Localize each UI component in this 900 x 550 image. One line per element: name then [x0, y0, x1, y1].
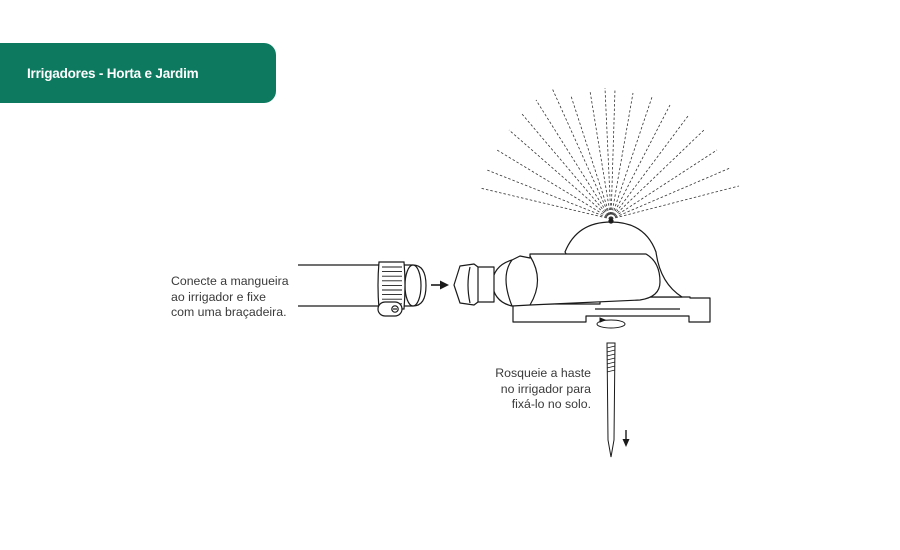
instruction-line: Conecte a mangueira	[171, 274, 289, 288]
instruction-connect-hose: Conecte a mangueira ao irrigador e fixe …	[171, 274, 289, 321]
instruction-line: fixá-lo no solo.	[511, 397, 591, 411]
arrow-down-icon	[622, 430, 630, 447]
instruction-line: Rosqueie a haste	[495, 366, 591, 380]
instruction-line: ao irrigador e fixe	[171, 289, 267, 304]
instruction-line: no irrigador para	[500, 381, 591, 396]
arrow-right-icon	[431, 280, 449, 290]
page-title: Irrigadores - Horta e Jardim	[27, 65, 199, 81]
ground-stake-icon	[606, 342, 616, 458]
header-tab: Irrigadores - Horta e Jardim	[0, 43, 276, 103]
instruction-line: com uma braçadeira.	[171, 305, 287, 319]
sprinkler-icon	[453, 218, 711, 323]
hose-with-clamp-icon	[298, 261, 427, 317]
water-spray-icon	[479, 87, 740, 220]
instruction-screw-stake: Rosqueie a haste no irrigador para fixá-…	[495, 366, 591, 413]
rotate-arrow-icon	[596, 317, 626, 329]
